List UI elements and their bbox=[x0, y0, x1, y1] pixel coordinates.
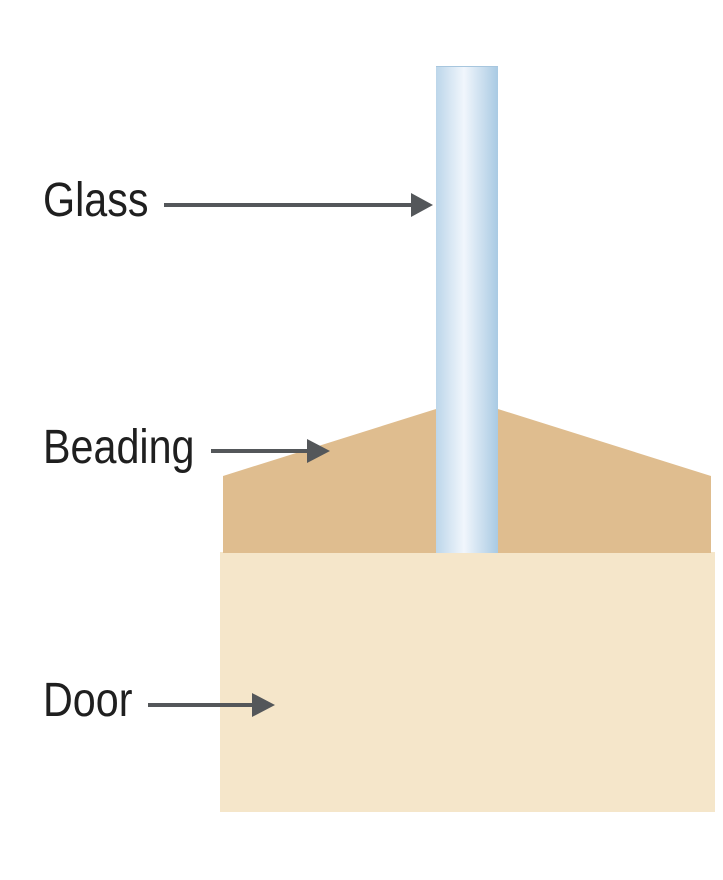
glass-pane bbox=[436, 66, 498, 553]
glass-arrow bbox=[164, 193, 433, 217]
door-label: Door bbox=[43, 674, 133, 727]
door-arrow bbox=[148, 693, 275, 717]
beading-arrow bbox=[211, 439, 330, 463]
beading-left bbox=[223, 409, 436, 553]
glass-label: Glass bbox=[43, 174, 149, 227]
beading-right bbox=[498, 409, 711, 553]
beading-label: Beading bbox=[43, 421, 195, 474]
door-block bbox=[220, 552, 715, 812]
